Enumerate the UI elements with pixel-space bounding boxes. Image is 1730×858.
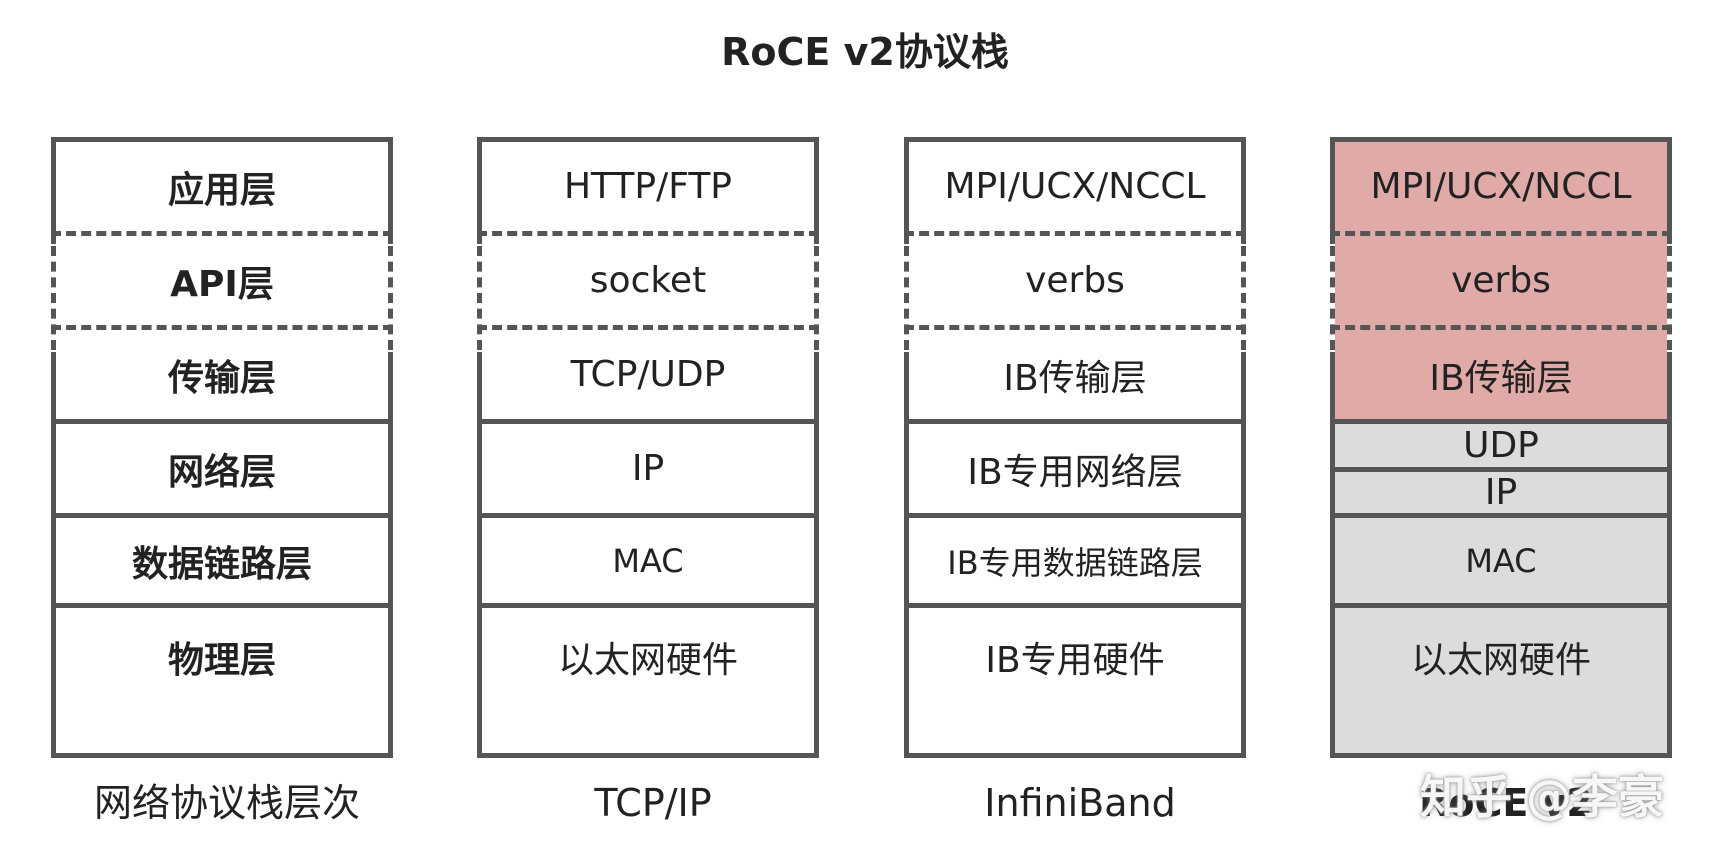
roce-mac: MAC — [1465, 541, 1537, 580]
roce-udp: UDP — [1463, 425, 1539, 466]
divider — [1330, 231, 1672, 236]
roce-v2-column: MPI/UCX/NCCL verbs IB传输层 UDP IP MAC 以太网硬… — [1330, 137, 1672, 758]
divider — [1330, 603, 1672, 608]
divider — [904, 513, 1246, 518]
ib-api: verbs — [1025, 260, 1125, 301]
divider — [904, 603, 1246, 608]
divider — [51, 325, 393, 330]
tcpip-column: HTTP/FTP socket TCP/UDP IP MAC 以太网硬件 — [477, 137, 819, 758]
divider — [51, 419, 393, 424]
tcpip-network: IP — [631, 448, 665, 489]
divider — [51, 603, 393, 608]
divider — [1330, 513, 1672, 518]
ib-network: IB专用网络层 — [967, 451, 1183, 493]
layer-transport: 传输层 — [167, 357, 276, 399]
ib-transport: IB传输层 — [1003, 357, 1147, 399]
column-label-layers: 网络协议栈层次 — [93, 781, 360, 825]
divider — [477, 603, 819, 608]
infiniband-column: MPI/UCX/NCCL verbs IB传输层 IB专用网络层 IB专用数据链… — [904, 137, 1246, 758]
ib-application: MPI/UCX/NCCL — [944, 166, 1206, 207]
roce-ip: IP — [1484, 472, 1518, 513]
tcpip-datalink: MAC — [612, 541, 684, 580]
layer-application: 应用层 — [167, 169, 276, 211]
ib-datalink: IB专用数据链路层 — [947, 543, 1203, 582]
column-label-tcpip: TCP/IP — [594, 781, 712, 825]
layer-datalink: 数据链路层 — [131, 543, 312, 585]
divider — [477, 419, 819, 424]
tcpip-transport: TCP/UDP — [570, 354, 726, 395]
layer-api: API层 — [170, 263, 274, 305]
column-label-infiniband: InfiniBand — [984, 781, 1176, 825]
roce-api: verbs — [1335, 231, 1667, 330]
divider — [477, 231, 819, 236]
divider — [904, 419, 1246, 424]
tcpip-api: socket — [589, 260, 707, 301]
stack-layers-column: 应用层 API层 传输层 网络层 数据链路层 物理层 — [51, 137, 393, 758]
tcpip-physical: 以太网硬件 — [557, 639, 738, 681]
divider — [477, 513, 819, 518]
divider — [51, 513, 393, 518]
diagram-title: RoCE v2协议栈 — [721, 30, 1009, 74]
roce-application: MPI/UCX/NCCL — [1335, 142, 1667, 231]
divider — [1330, 419, 1672, 424]
column-label-roce-v2: RoCE v2 — [1419, 781, 1593, 825]
tcpip-application: HTTP/FTP — [563, 166, 733, 207]
roce-transport: IB传输层 — [1335, 325, 1667, 419]
divider — [904, 231, 1246, 236]
divider — [51, 231, 393, 236]
divider — [1330, 325, 1672, 330]
layer-physical: 物理层 — [167, 639, 276, 681]
layer-network: 网络层 — [167, 451, 276, 493]
divider — [1330, 467, 1672, 472]
divider — [477, 325, 819, 330]
roce-physical: 以太网硬件 — [1410, 639, 1591, 681]
divider — [904, 325, 1246, 330]
ib-physical: IB专用硬件 — [985, 639, 1165, 681]
